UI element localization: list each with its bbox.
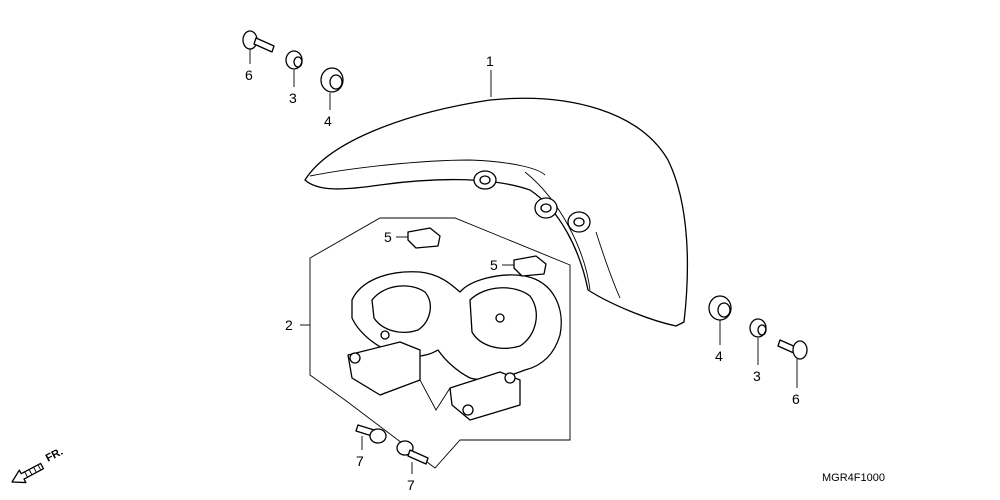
front-direction-arrow: FR. bbox=[11, 446, 65, 484]
callout-4-left: 4 bbox=[324, 113, 332, 129]
part-2-group-frame bbox=[300, 217, 571, 469]
callout-2: 2 bbox=[285, 317, 293, 333]
clip-right bbox=[502, 255, 547, 277]
front-direction-label: FR. bbox=[44, 446, 65, 465]
clip-left bbox=[396, 227, 441, 249]
callout-3-left: 3 bbox=[289, 90, 297, 106]
bolt-6-left bbox=[242, 30, 275, 64]
grommet-4-left bbox=[320, 67, 344, 110]
callout-1: 1 bbox=[486, 53, 494, 69]
bolt-7-left bbox=[355, 424, 387, 450]
bolt-7-bottom bbox=[396, 440, 429, 474]
callout-7-bottom: 7 bbox=[407, 477, 415, 493]
collar-3-left bbox=[285, 50, 303, 87]
callout-6-right: 6 bbox=[792, 391, 800, 407]
diagram-code: MGR4F1000 bbox=[822, 472, 885, 484]
bolt-6-right bbox=[777, 339, 808, 388]
callout-6-left: 6 bbox=[245, 67, 253, 83]
callout-5-left: 5 bbox=[384, 229, 392, 245]
grommet-4-right bbox=[708, 295, 732, 345]
callout-7-left: 7 bbox=[356, 453, 364, 469]
collar-3-right bbox=[749, 318, 767, 365]
callout-5-right: 5 bbox=[490, 257, 498, 273]
fender-stay-bracket bbox=[347, 271, 562, 421]
callout-4-right: 4 bbox=[715, 348, 723, 364]
front-fender bbox=[304, 70, 689, 327]
callout-3-right: 3 bbox=[753, 368, 761, 384]
